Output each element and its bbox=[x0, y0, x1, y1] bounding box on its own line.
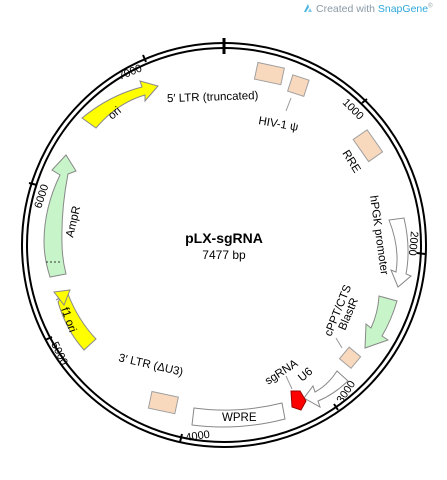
feature-hiv-psi[interactable]: HIV-1 ψ bbox=[257, 74, 310, 134]
feature-sgrna[interactable]: sgRNA bbox=[263, 357, 307, 411]
label-hiv-psi: HIV-1 ψ bbox=[257, 115, 299, 134]
watermark-prefix: Created with bbox=[316, 3, 375, 15]
label-sgrna: sgRNA bbox=[263, 357, 300, 387]
label-3-ltr: 3′ LTR (ΔU3) bbox=[117, 352, 184, 379]
feature-rre[interactable]: RRE bbox=[339, 129, 384, 176]
label-hpgk-promoter: hPGK promoter bbox=[367, 195, 390, 276]
label-wpre: WPRE bbox=[222, 412, 257, 424]
feature-3-ltr[interactable]: 3′ LTR (ΔU3) bbox=[117, 352, 184, 415]
tick-1000: 1000 bbox=[340, 97, 368, 123]
tick-2000: 2000 bbox=[406, 231, 426, 256]
feature-wpre[interactable]: WPRE bbox=[191, 402, 286, 428]
plasmid-name: pLX-sgRNA bbox=[185, 230, 263, 246]
tick-label-1000: 1000 bbox=[340, 97, 366, 123]
label-ampr: AmpR bbox=[64, 205, 83, 239]
label-5-ltr: 5′ LTR (truncated) bbox=[167, 90, 259, 105]
tick-label-2000: 2000 bbox=[406, 231, 420, 256]
watermark-registered: ® bbox=[428, 3, 433, 10]
tick-label-7000: 7000 bbox=[117, 62, 144, 82]
feature-ori[interactable]: ori bbox=[81, 80, 159, 129]
plasmid-length: 7477 bp bbox=[202, 248, 246, 262]
watermark-brand: SnapGene bbox=[377, 3, 429, 15]
label-u6: U6 bbox=[296, 366, 315, 385]
tick-label-5000: 5000 bbox=[48, 340, 70, 367]
feature-5-ltr[interactable]: 5′ LTR (truncated) bbox=[167, 61, 285, 105]
tick-label-4000: 4000 bbox=[185, 429, 211, 444]
tick-4000: 4000 bbox=[179, 429, 211, 444]
snapgene-logo-icon bbox=[304, 4, 312, 12]
feature-ampr[interactable]: AmpR bbox=[43, 154, 83, 278]
tick-5000: 5000 bbox=[44, 336, 70, 367]
watermark: Created with SnapGene® bbox=[303, 3, 433, 15]
feature-hpgk-promoter[interactable]: hPGK promoter bbox=[367, 195, 412, 288]
tick-7000: 7000 bbox=[117, 54, 147, 83]
label-rre: RRE bbox=[339, 148, 362, 175]
